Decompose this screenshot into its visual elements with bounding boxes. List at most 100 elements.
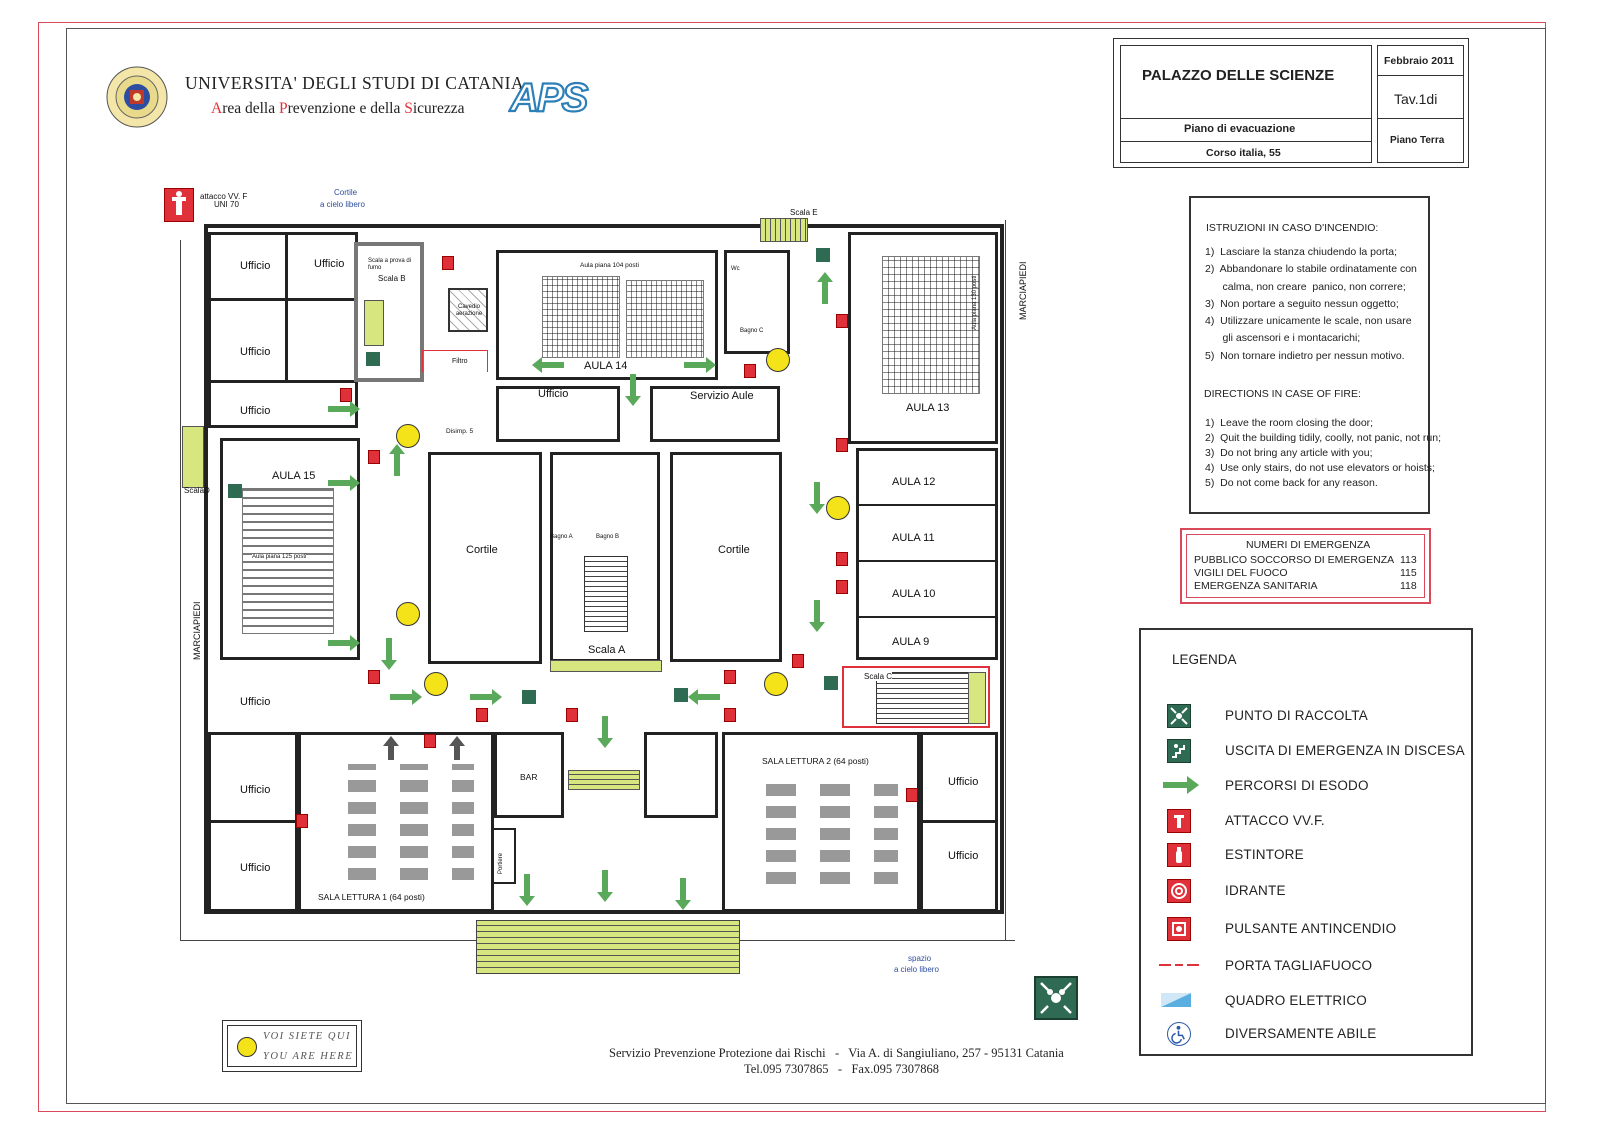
area-initial-p: P [279, 100, 288, 117]
sala-lettura-2-room [722, 732, 920, 912]
legend-row-idrante: IDRANTE [1141, 877, 1471, 911]
aula-14-seats-right [626, 280, 704, 358]
bar-room [494, 732, 564, 818]
bagno-a-label: Bagno A [550, 534, 573, 540]
bagno-c-label: Bagno C [740, 328, 764, 334]
aula-15-room [220, 438, 360, 660]
legend-row-assembly: PUNTO DI RACCOLTA [1141, 702, 1471, 736]
instructions-en-list: 1) Leave the room closing the door; 2) Q… [1205, 416, 1441, 491]
scala-a-landing [550, 660, 662, 672]
extinguisher-icon [836, 438, 848, 452]
room-ufficio-5: Ufficio [240, 696, 271, 708]
office-divider-1 [208, 298, 358, 301]
instructions-en-title: DIRECTIONS IN CASE OF FIRE: [1204, 388, 1361, 400]
cavedio-box [448, 288, 488, 332]
footer-line-2: Tel.095 7307865 - Fax.095 7307868 [744, 1062, 939, 1076]
extinguisher-icon [340, 388, 352, 402]
cortile-right [670, 452, 782, 662]
extinguisher-icon [724, 670, 736, 684]
assembly-point-sign-icon [1034, 976, 1078, 1020]
aps-logo-mark: APS [508, 75, 592, 121]
instruction-it-1: 1) Lasciare la stanza chiudendo la porta… [1205, 246, 1398, 258]
legend-box: LEGENDA PUNTO DI RACCOLTA USCITA DI EMER… [1139, 628, 1473, 1056]
instructions-box: ISTRUZIONI IN CASO D'INCENDIO: 1) Lascia… [1189, 196, 1441, 514]
extinguisher-icon [836, 552, 848, 566]
scala-c-block [842, 666, 990, 728]
servizio-aule-room [650, 386, 780, 442]
scala-e-label: Scala E [790, 208, 818, 217]
cielo-top-label: a cielo libero [320, 200, 365, 209]
you-are-here-inner [227, 1025, 357, 1067]
aula-14-room [496, 250, 718, 380]
scala-b-block [354, 242, 424, 382]
outer-wall [204, 224, 1004, 914]
room-servizio-aule: Servizio Aule [690, 390, 754, 402]
instruction-it-3: 3) Non portare a seguito nessun oggetto; [1205, 297, 1399, 310]
aula-15-seats [242, 488, 334, 634]
instruction-en-1: 1) Leave the room closing the door; [1205, 417, 1374, 429]
area-initial-a: A [211, 100, 223, 117]
scala-a-label: Scala A [588, 644, 626, 656]
instructions-it-list: 1) Lasciare la stanza chiudendo la porta… [1205, 244, 1417, 365]
area-text-a: rea della [222, 100, 279, 117]
extinguisher-icon [724, 708, 736, 722]
fire-brigade-connection-icon [1167, 809, 1191, 833]
sala-lettura-2-label: SALA LETTURA 2 (64 posti) [762, 756, 869, 766]
room-ufficio-4: Ufficio [240, 405, 271, 417]
aula-11-label: AULA 11 [892, 532, 935, 544]
extinguisher-icon [906, 788, 918, 802]
scala-b-note: Scala a prova di fumo [368, 258, 412, 271]
emergency-numbers-box: NUMERI DI EMERGENZA PUBBLICO SOCCORSO DI… [1180, 528, 1431, 604]
extinguisher-icon [566, 708, 578, 722]
atrium-stairs [568, 770, 640, 790]
atrium-right-room [644, 732, 718, 818]
aula-12-label: AULA 12 [892, 476, 936, 488]
emergency-title: NUMERI DI EMERGENZA [1246, 539, 1371, 551]
bar-label: BAR [520, 772, 538, 782]
accessibility-icon [1167, 1022, 1191, 1046]
outer-line [180, 240, 181, 940]
emergency-inner-frame [1186, 534, 1425, 598]
you-are-here-marker-5 [826, 496, 850, 520]
scala-a-stairs [584, 556, 628, 632]
office-bl-divider [208, 820, 298, 823]
you-are-here-it: VOI SIETE QUI [263, 1031, 352, 1042]
extinguisher-icon [442, 256, 454, 270]
footer-line-1: Servizio Prevenzione Protezione dai Risc… [609, 1046, 1064, 1060]
fire-alarm-button-icon [1167, 917, 1191, 941]
emergency-exit-icon [824, 676, 838, 690]
title-right-line-1 [1377, 75, 1464, 76]
uni-label: UNI 70 [214, 200, 239, 209]
legend-row-attacco: ATTACCO VV.F. [1141, 807, 1471, 841]
room-ufficio-9: Ufficio [948, 850, 979, 862]
emergency-number-1: 113 [1400, 554, 1417, 566]
legend-label-idrante: IDRANTE [1225, 883, 1286, 898]
aula-13-label: AULA 13 [906, 402, 950, 414]
emergency-exit-icon [674, 688, 688, 702]
page-border [66, 28, 1546, 1104]
extinguisher-icon [368, 450, 380, 464]
emergency-number-3: 118 [1400, 580, 1417, 592]
extinguisher-icon [296, 814, 308, 828]
area-text-p: revenzione e della [287, 100, 405, 117]
area-text-s: icurezza [412, 100, 465, 117]
you-are-here-marker-3 [424, 672, 448, 696]
aps-logo-text: APS [509, 76, 589, 119]
title-block: PALAZZO DELLE SCIENZE Piano di evacuazio… [1113, 38, 1469, 168]
aula-14-label: AULA 14 [584, 360, 628, 372]
cielo-bottom-label: a cielo libero [894, 965, 939, 974]
cortile-left [428, 452, 542, 664]
instruction-it-4: 4) Utilizzare unicamente le scale, non u… [1205, 315, 1412, 328]
aula-10-label: AULA 10 [892, 588, 936, 600]
entrance-stairs [476, 920, 740, 974]
scala-b-stairs [364, 300, 384, 346]
attacco-label: attacco VV. F [200, 192, 248, 201]
extinguisher-icon [836, 314, 848, 328]
you-are-here-marker-4 [766, 348, 790, 372]
disimp-label: Disimp. 5 [446, 428, 474, 435]
instructions-it-title: ISTRUZIONI IN CASO D'INCENDIO: [1206, 222, 1379, 234]
office-divider-2 [208, 380, 358, 383]
room-ufficio-1: Ufficio [240, 260, 271, 272]
you-are-here-marker-2 [396, 602, 420, 626]
portiere-room [492, 828, 516, 884]
